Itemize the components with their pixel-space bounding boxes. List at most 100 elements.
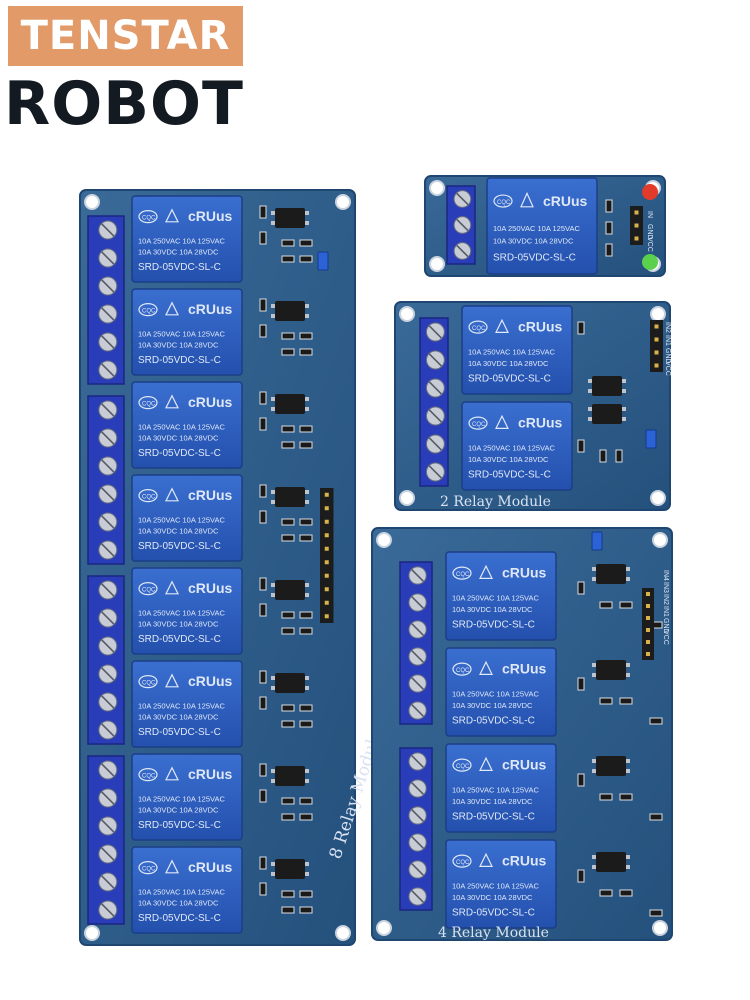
relay-body bbox=[131, 474, 243, 562]
warning-triangle-icon bbox=[495, 318, 509, 333]
screw-slot bbox=[101, 819, 115, 833]
pin-header-body bbox=[642, 588, 654, 660]
cqc-mark bbox=[138, 861, 158, 875]
optocoupler-pin bbox=[592, 865, 596, 869]
relay-cert: CQC bbox=[472, 422, 486, 428]
smd-component bbox=[649, 909, 663, 917]
cqc-mark bbox=[138, 582, 158, 596]
pin bbox=[646, 616, 650, 620]
pin bbox=[324, 492, 329, 497]
smd-component bbox=[299, 332, 313, 340]
warning-triangle-icon bbox=[165, 580, 179, 595]
ul-mark: cRUus bbox=[188, 487, 233, 503]
cqc-mark bbox=[452, 566, 472, 580]
relay-cert: CQC bbox=[456, 668, 470, 674]
terminal-block bbox=[87, 395, 125, 565]
smd-component bbox=[577, 321, 585, 335]
brand-logo-top: TENSTAR bbox=[8, 6, 243, 66]
optocoupler-pin bbox=[626, 759, 630, 763]
screw-slot bbox=[456, 244, 469, 258]
cqc-mark bbox=[468, 320, 488, 334]
smd-component bbox=[281, 890, 295, 898]
screw-slot bbox=[101, 875, 115, 889]
warning-triangle-icon bbox=[165, 208, 179, 223]
optocoupler-body bbox=[596, 564, 626, 584]
relay-cert: CQC bbox=[142, 588, 156, 594]
pin-label-4ch: IN2 bbox=[662, 594, 669, 605]
smd-component bbox=[599, 449, 607, 463]
cqc-mark bbox=[138, 675, 158, 689]
optocoupler-pin bbox=[271, 779, 275, 783]
relay-model: SRD-05VDC-SL-C bbox=[452, 716, 535, 727]
relay-rating-dc: 10A 30VDC 10A 28VDC bbox=[452, 797, 533, 806]
smd-component bbox=[299, 906, 313, 914]
cqc-mark bbox=[138, 396, 158, 410]
optocoupler bbox=[271, 580, 309, 600]
relay-body bbox=[131, 567, 243, 655]
smd-component bbox=[259, 856, 267, 870]
smd-component bbox=[259, 298, 267, 312]
smd-component bbox=[259, 510, 267, 524]
pin bbox=[646, 652, 650, 656]
optocoupler-pin bbox=[592, 673, 596, 677]
mounting-hole bbox=[650, 490, 666, 506]
relay-body bbox=[131, 660, 243, 748]
pin bbox=[324, 587, 329, 592]
smd-component bbox=[599, 889, 613, 897]
pin bbox=[634, 236, 639, 241]
pin-header bbox=[630, 206, 643, 245]
ul-mark: cRUus bbox=[188, 394, 233, 410]
relay-body bbox=[445, 647, 557, 737]
smd-component bbox=[259, 417, 267, 431]
optocoupler-body bbox=[275, 673, 305, 693]
screw-terminal bbox=[446, 185, 476, 265]
smd-component bbox=[259, 670, 267, 684]
relay-cert: CQC bbox=[142, 402, 156, 408]
relay-cert: CQC bbox=[142, 495, 156, 501]
relay-body bbox=[131, 846, 243, 934]
optocoupler-pin bbox=[271, 407, 275, 411]
relay-rating-ac: 10A 250VAC 10A 125VAC bbox=[138, 887, 225, 896]
module-label-4ch: 4 Relay Module bbox=[438, 925, 549, 941]
smd-component bbox=[281, 704, 295, 712]
optocoupler-body bbox=[596, 756, 626, 776]
smd-component bbox=[605, 243, 613, 257]
relay-model: SRD-05VDC-SL-C bbox=[138, 820, 221, 831]
optocoupler bbox=[271, 673, 309, 693]
pin-label-4ch: IN4 bbox=[662, 570, 669, 581]
relay-body bbox=[131, 753, 243, 841]
optocoupler-body bbox=[275, 208, 305, 228]
screw-slot bbox=[101, 403, 115, 417]
relay-model: SRD-05VDC-SL-C bbox=[138, 448, 221, 459]
smd-component bbox=[299, 239, 313, 247]
smd-component bbox=[281, 239, 295, 247]
warning-triangle-icon bbox=[165, 859, 179, 874]
brand-text-tenstar: TENSTAR bbox=[20, 13, 231, 59]
optocoupler-pin bbox=[305, 500, 309, 504]
pin bbox=[634, 210, 639, 215]
optocoupler-pin bbox=[305, 397, 309, 401]
smd-component bbox=[649, 717, 663, 725]
screw-slot bbox=[101, 611, 115, 625]
smd-component bbox=[299, 348, 313, 356]
mounting-hole bbox=[652, 920, 668, 936]
smd-component bbox=[281, 518, 295, 526]
ul-mark: cRUus bbox=[502, 757, 547, 773]
optocoupler-pin bbox=[626, 865, 630, 869]
smd-component bbox=[299, 255, 313, 263]
relay-model: SRD-05VDC-SL-C bbox=[452, 908, 535, 919]
smd-component bbox=[281, 627, 295, 635]
warning-triangle-icon bbox=[165, 487, 179, 502]
terminal-block bbox=[399, 561, 433, 725]
smd-component bbox=[599, 601, 613, 609]
pin bbox=[654, 363, 659, 368]
warning-triangle-icon bbox=[479, 852, 493, 868]
optocoupler-pin bbox=[626, 855, 630, 859]
smd-component bbox=[259, 696, 267, 710]
ul-mark: cRUus bbox=[502, 565, 547, 581]
